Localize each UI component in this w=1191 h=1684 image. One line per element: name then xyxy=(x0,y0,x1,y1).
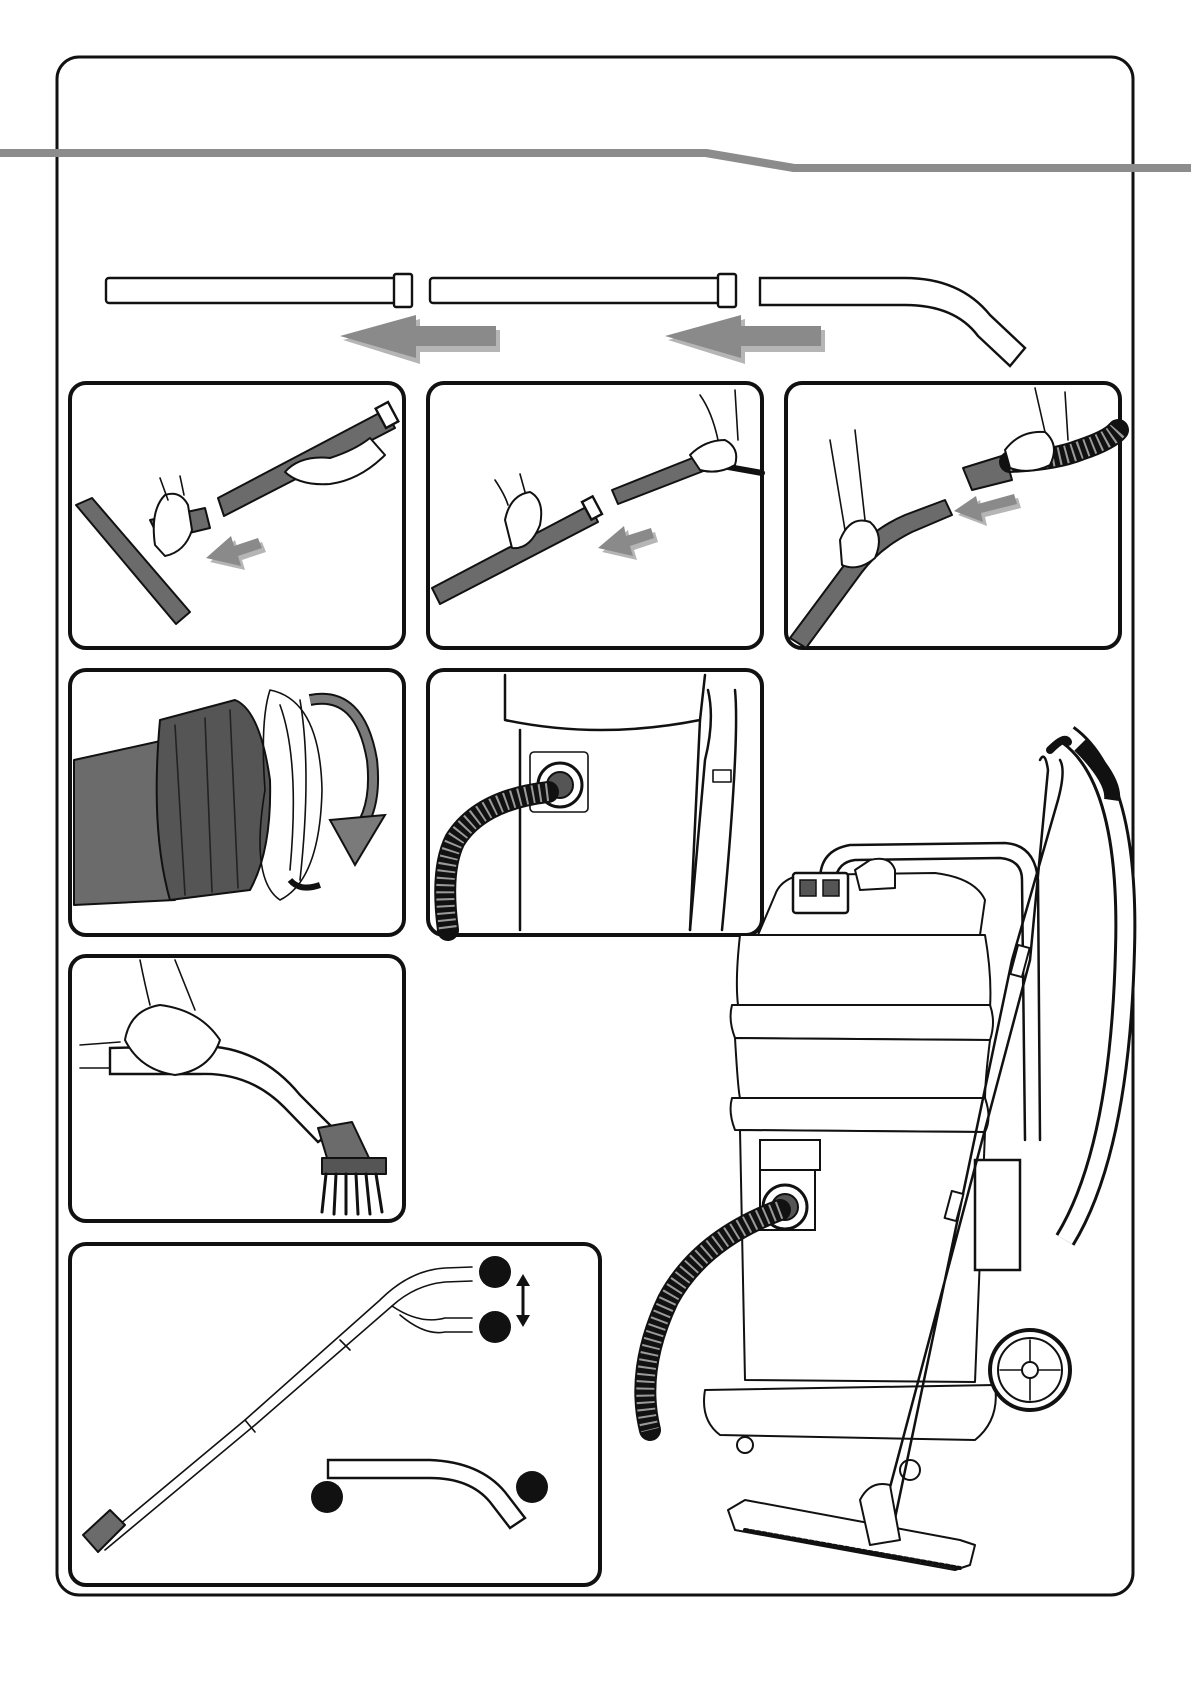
panel-hose-inlet xyxy=(428,670,762,935)
panel-twist-lock-coupling xyxy=(70,670,404,935)
panel-tube-adjustment xyxy=(70,1244,600,1585)
step-dot xyxy=(479,1256,511,1288)
tank-upper xyxy=(737,935,991,1008)
panel-join-extension-tubes xyxy=(428,383,762,648)
step-dot xyxy=(479,1311,511,1343)
extension-tube-2 xyxy=(430,274,736,307)
arrow-left-icon xyxy=(340,315,500,364)
arrow-left-icon xyxy=(665,315,825,364)
top-tube-sequence xyxy=(106,274,1025,366)
step-dot xyxy=(516,1471,548,1503)
base xyxy=(704,1385,996,1440)
panel-attach-curved-handle xyxy=(786,383,1120,648)
panel-dusting-brush xyxy=(70,956,404,1221)
header-band xyxy=(0,149,1191,172)
curved-handle xyxy=(760,278,1025,366)
panel-attach-floor-nozzle xyxy=(70,383,404,648)
step-dot xyxy=(311,1481,343,1513)
extension-tube-1 xyxy=(106,274,412,307)
coupling-ring xyxy=(157,700,270,900)
